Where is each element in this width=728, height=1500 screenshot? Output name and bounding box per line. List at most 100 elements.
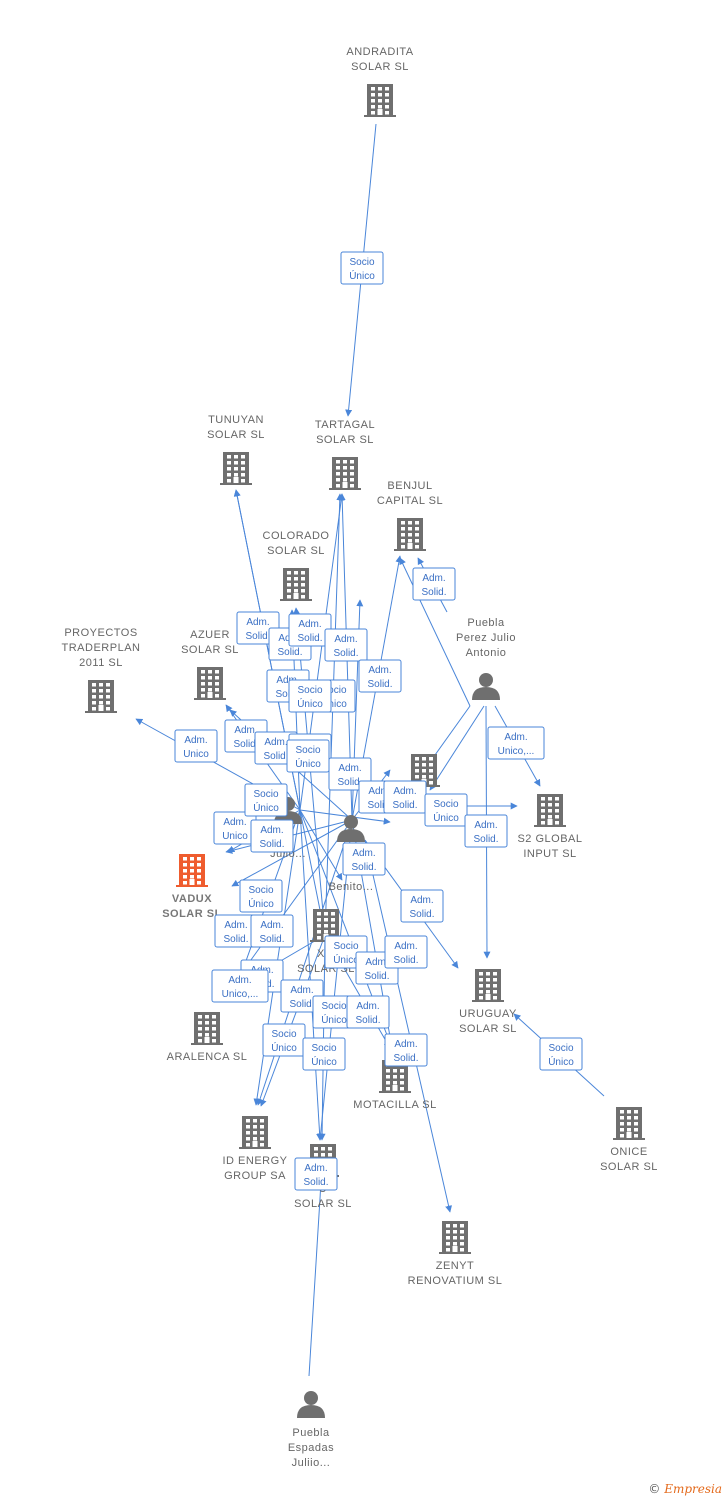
edge-label-text: Adm. xyxy=(228,975,251,986)
edge-label-text: Socio xyxy=(311,1043,336,1054)
edge-label[interactable]: Adm.Solid. xyxy=(384,1033,428,1067)
edge-label-text: Solid. xyxy=(259,839,284,850)
edge-label[interactable]: Adm.Solid. xyxy=(324,628,368,662)
edge-label-text: Adm. xyxy=(223,817,246,828)
node-label: RENOVATIUM SL xyxy=(408,1275,503,1287)
building-icon xyxy=(194,667,226,700)
edge-label[interactable]: Adm.Solid. xyxy=(250,819,294,853)
edge-label[interactable]: Adm.Solid. xyxy=(250,914,294,948)
building-icon xyxy=(534,794,566,827)
node-label: COLORADO xyxy=(263,530,330,542)
edge-label[interactable]: Adm.Solid. xyxy=(346,995,390,1029)
edge-label-text: Adm. xyxy=(298,619,321,630)
edge-label-text: Solid. xyxy=(421,587,446,598)
edge-label[interactable]: Adm.Solid. xyxy=(358,659,402,693)
edge-label[interactable]: Adm.Solid. xyxy=(464,814,508,848)
edge-label-text: Adm. xyxy=(338,763,361,774)
edge-label-text: Solid. xyxy=(259,934,284,945)
building-icon xyxy=(613,1107,645,1140)
edge-label-text: Adm. xyxy=(304,1163,327,1174)
node-puebla_ej[interactable]: PueblaEspadasJuliio... xyxy=(288,1391,334,1469)
edge-label[interactable]: Adm.Solid. xyxy=(412,567,456,601)
building-icon xyxy=(280,568,312,601)
edge-label-text: Socio xyxy=(321,685,346,696)
edge-label[interactable]: Adm. Unico,... xyxy=(487,726,545,760)
edge-label[interactable]: Adm.Solid. xyxy=(342,842,386,876)
edge-label[interactable]: Adm. Solid. xyxy=(288,613,332,647)
edge-label-text: Socio xyxy=(321,1001,346,1012)
edge-label[interactable]: Adm.Solid. xyxy=(384,935,428,969)
edge-label-text: Solid. xyxy=(364,971,389,982)
node-aralenca[interactable]: ARALENCA SL xyxy=(167,1012,248,1063)
person-icon xyxy=(337,815,365,842)
node-motacilla[interactable]: MOTACILLA SL xyxy=(353,1060,436,1111)
node-andradita[interactable]: ANDRADITA SOLAR SL xyxy=(346,46,413,117)
node-label: SOLAR SL xyxy=(459,1023,517,1035)
edge-label-text: Único xyxy=(333,953,359,966)
edge-label-text: Unico,... xyxy=(498,746,535,757)
edge-label-text: Solid. xyxy=(355,1015,380,1026)
edge-label-text: Adm. xyxy=(504,732,527,743)
edge-label-text: Adm. xyxy=(246,617,269,628)
node-label: SOLAR SL xyxy=(351,61,409,73)
node-label: GROUP SA xyxy=(224,1170,286,1182)
edge-label-text: Unico,... xyxy=(222,989,259,1000)
edge-label-text: Único xyxy=(248,897,274,910)
edge-label-text: Solid. xyxy=(393,955,418,966)
edge-label[interactable]: Adm.Solid. xyxy=(214,914,258,948)
edge-label-text: Solid. xyxy=(297,633,322,644)
node-label: TUNUYAN xyxy=(208,414,264,426)
node-label: ANDRADITA xyxy=(346,46,413,58)
edge-label[interactable]: Adm.Solid. xyxy=(400,889,444,923)
edge-label-text: Adm. xyxy=(224,920,247,931)
node-label: VADUX xyxy=(172,893,212,905)
edge-label-text: Adm. xyxy=(365,957,388,968)
edge-label-text: Socio xyxy=(271,1029,296,1040)
edge-label-text: Solid. xyxy=(473,834,498,845)
node-label: Perez Julio xyxy=(456,632,516,644)
edge-line xyxy=(231,819,353,887)
person-icon xyxy=(472,673,500,700)
edge-label-text: Solid. xyxy=(351,862,376,873)
node-label: ID ENERGY xyxy=(222,1155,287,1167)
edge-label[interactable]: Adm.Unico xyxy=(174,729,218,763)
node-idenergy[interactable]: ID ENERGY GROUP SA xyxy=(222,1116,287,1182)
edge-label-text: Solid. xyxy=(392,800,417,811)
edge-label[interactable]: Adm.Solid. xyxy=(383,780,427,814)
edge-label-text: Único xyxy=(295,757,321,770)
edge-label[interactable]: Adm. Unico,... xyxy=(211,969,269,1003)
edge-label[interactable]: Adm.Unico xyxy=(213,811,257,845)
edge-line xyxy=(429,705,485,791)
node-label: S2 GLOBAL xyxy=(517,833,582,845)
footer-brand[interactable]: © Empresia xyxy=(648,1482,722,1496)
edge-label[interactable]: Adm.Solid. xyxy=(294,1157,338,1191)
edge-label-text: Único xyxy=(548,1055,574,1068)
edge-label-text: Solid. xyxy=(393,1053,418,1064)
building-icon xyxy=(191,1012,223,1045)
building-icon xyxy=(220,452,252,485)
edge-line xyxy=(259,934,326,1107)
node-label: CAPITAL SL xyxy=(377,495,443,507)
